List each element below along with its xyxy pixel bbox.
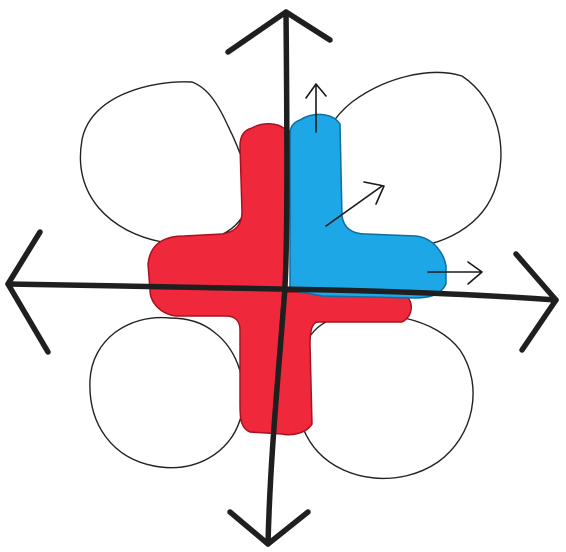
arrowhead-up — [228, 12, 330, 52]
lobe-bottom-right — [295, 314, 473, 478]
lobe-bottom-left — [90, 318, 244, 468]
lobe-top-left — [80, 82, 248, 244]
arrowhead-left — [8, 232, 48, 352]
blue-region — [290, 114, 446, 298]
